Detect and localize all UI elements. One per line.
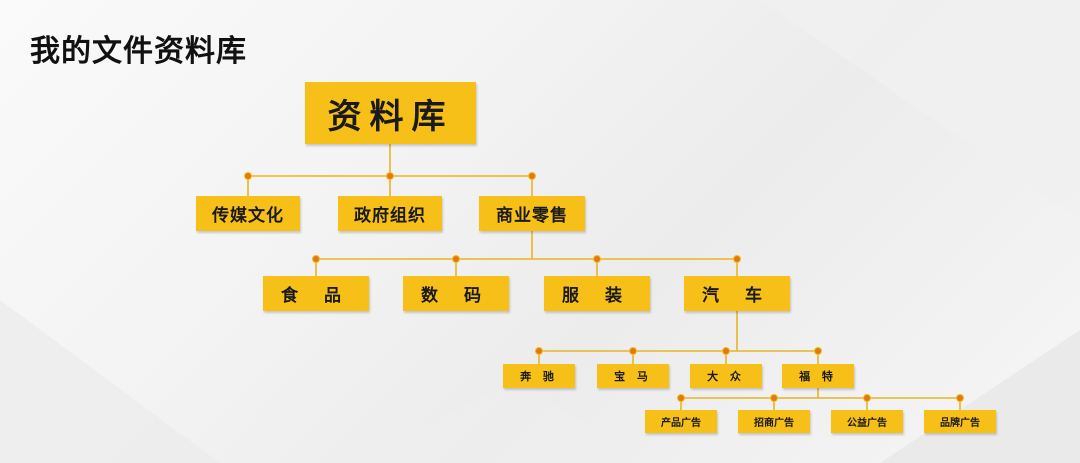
node-media-culture[interactable]: 传媒文化 [196, 196, 300, 231]
junction-dot [723, 348, 729, 354]
node-bmw[interactable]: 宝 马 [597, 364, 669, 388]
junction-dot [594, 256, 600, 262]
junction-dot [734, 256, 740, 262]
junction-dot [313, 256, 319, 262]
node-root[interactable]: 资料库 [305, 82, 476, 144]
node-ford[interactable]: 福 特 [782, 364, 854, 388]
node-food[interactable]: 食 品 [263, 276, 369, 311]
node-brand-ad[interactable]: 品牌广告 [924, 410, 996, 433]
junction-dot [536, 348, 542, 354]
node-government[interactable]: 政府组织 [338, 196, 442, 231]
junction-dot [678, 395, 684, 401]
junction-dot [387, 173, 393, 179]
junction-dot [245, 173, 251, 179]
node-volkswagen[interactable]: 大 众 [690, 364, 762, 388]
page-title: 我的文件资料库 [30, 34, 247, 69]
node-benz[interactable]: 奔 驰 [503, 364, 575, 388]
junction-dot [630, 348, 636, 354]
node-digital[interactable]: 数 码 [403, 276, 509, 311]
junction-dot [529, 173, 535, 179]
junction-dot [815, 348, 821, 354]
node-commercial-retail[interactable]: 商业零售 [479, 196, 585, 231]
node-investment-ad[interactable]: 招商广告 [738, 410, 810, 433]
node-public-service-ad[interactable]: 公益广告 [831, 410, 903, 433]
junction-dot [864, 395, 870, 401]
node-apparel[interactable]: 服 装 [544, 276, 650, 311]
junction-dot [957, 395, 963, 401]
junction-dot [453, 256, 459, 262]
node-automobile[interactable]: 汽 车 [684, 276, 790, 311]
node-product-ad[interactable]: 产品广告 [645, 410, 717, 433]
junction-dot [771, 395, 777, 401]
